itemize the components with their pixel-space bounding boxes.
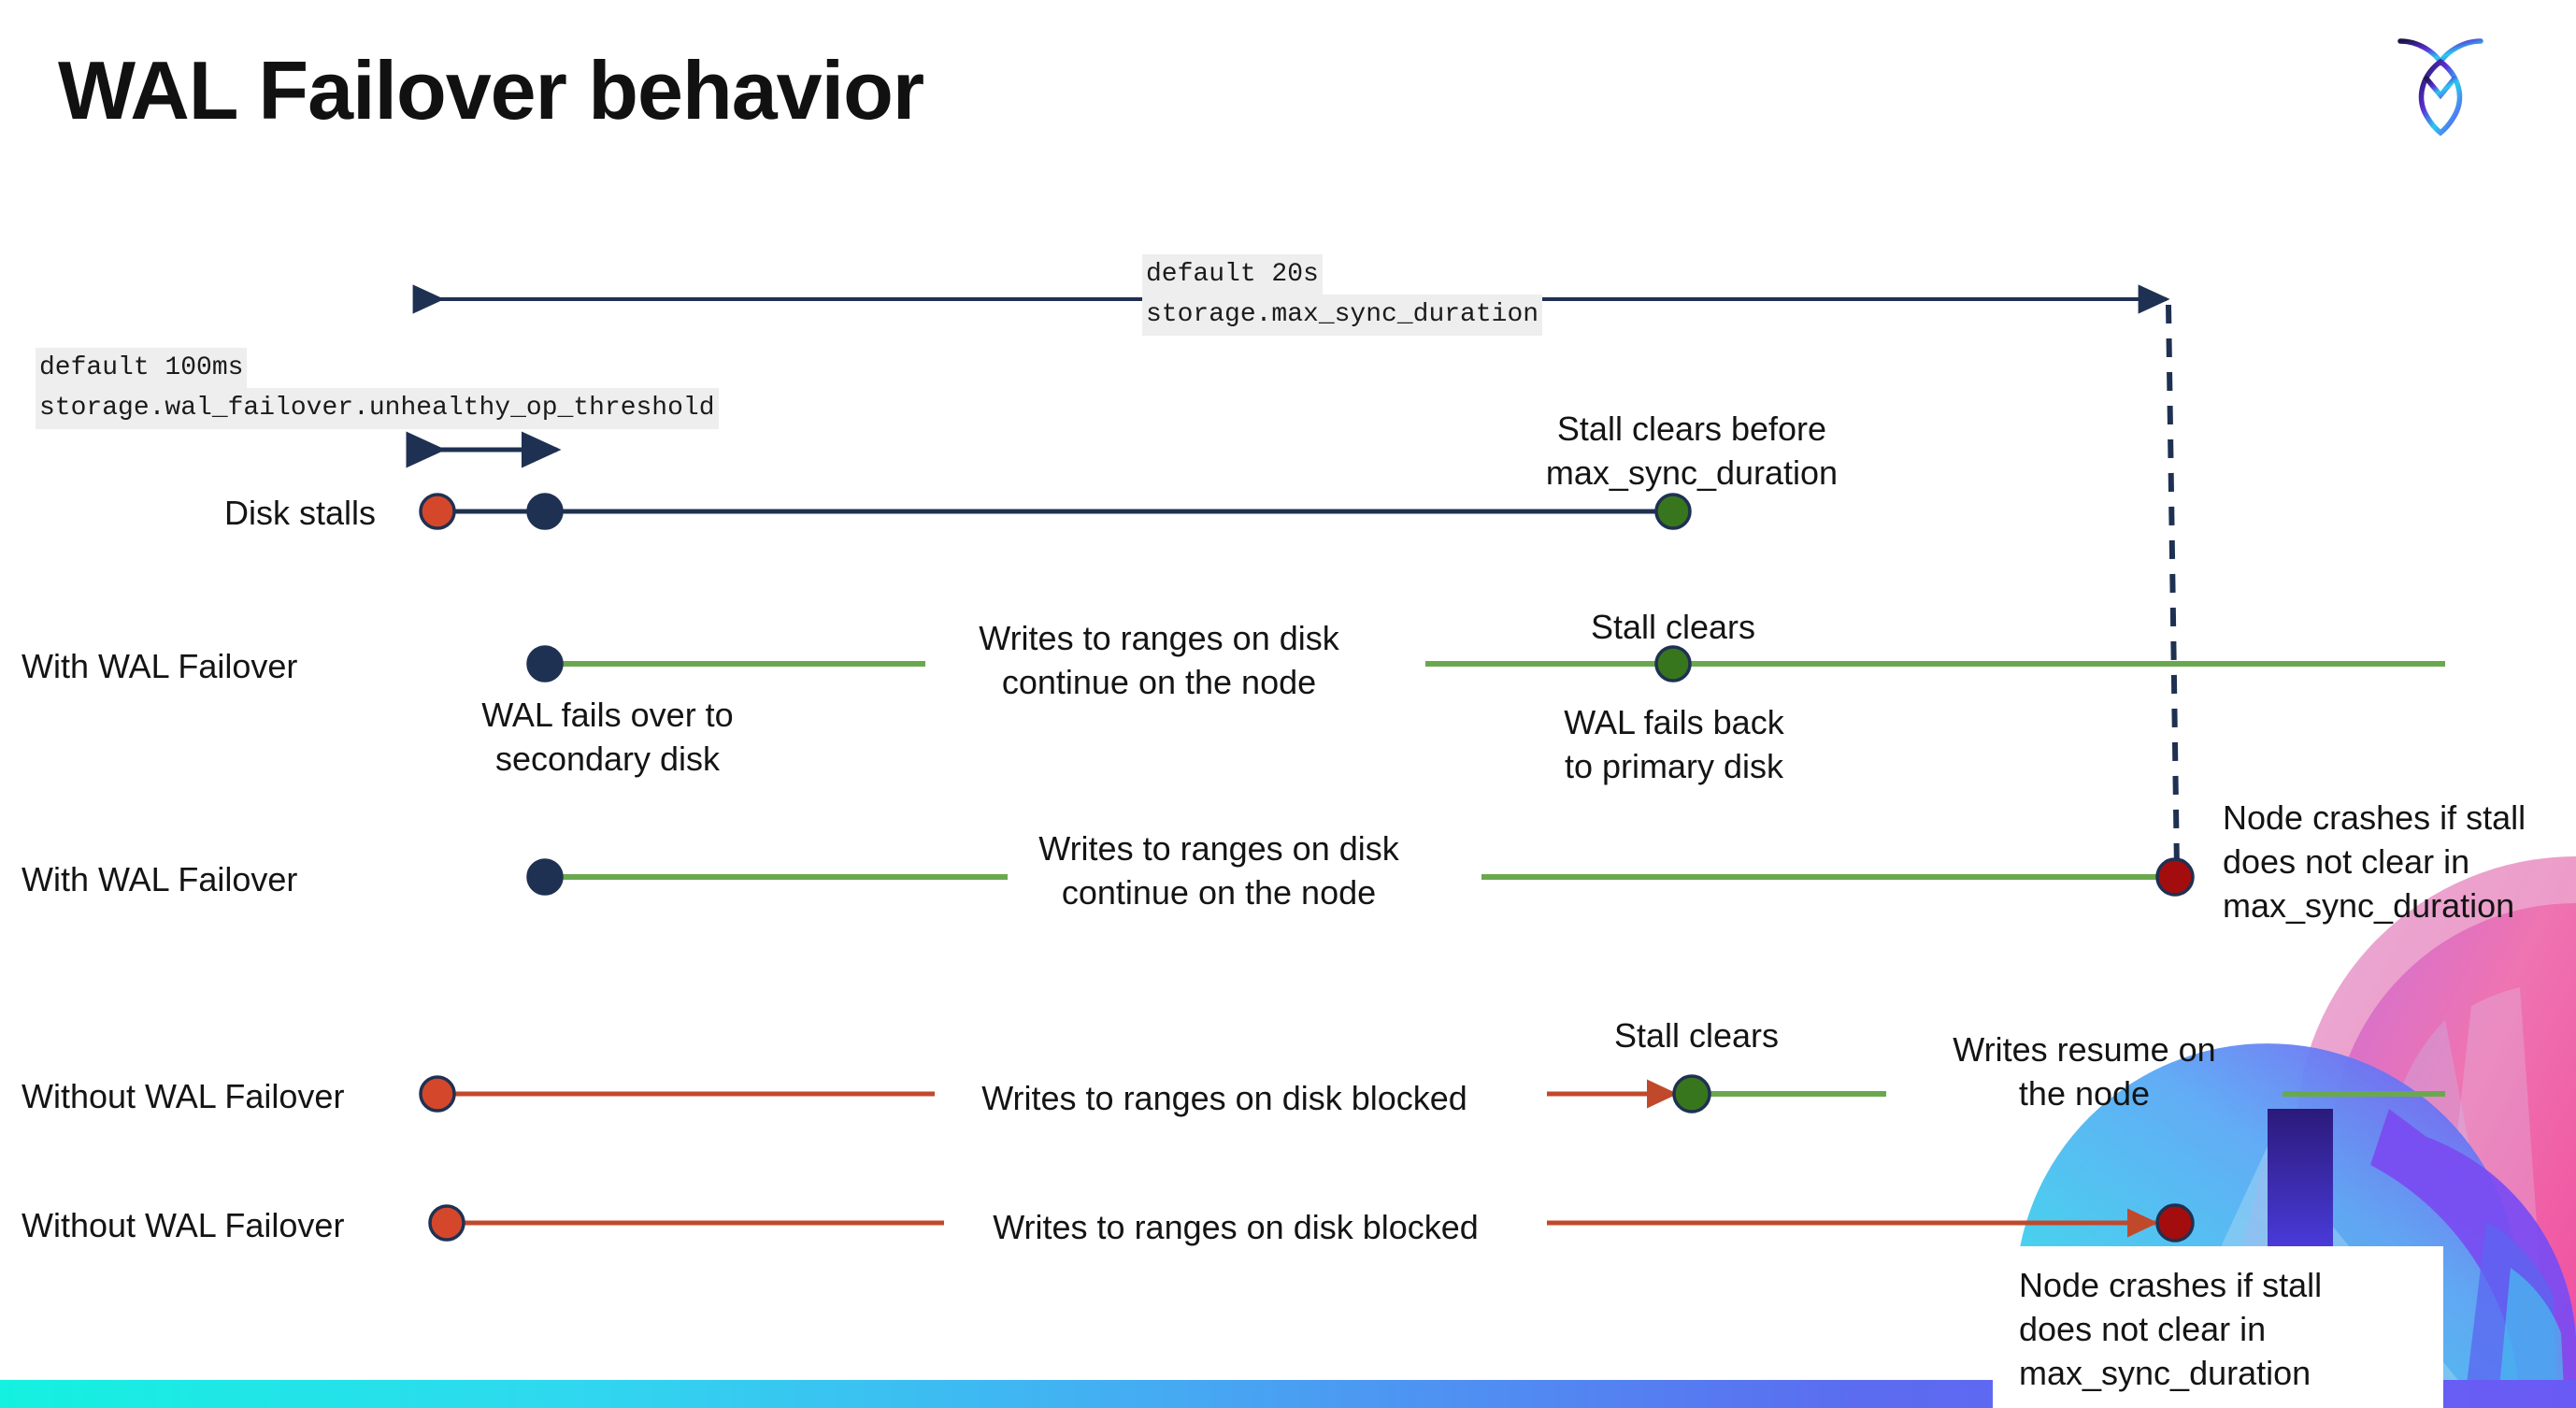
- note-line: Node crashes if stall: [2223, 798, 2526, 837]
- unhealthy-op-setting-text: storage.wal_failover.unhealthy_op_thresh…: [36, 388, 719, 429]
- note-line: secondary disk: [494, 739, 721, 778]
- stall-clears-dot: [1672, 1074, 1711, 1113]
- timeline-row-with-wal-failover-2: [526, 857, 2195, 897]
- stall-start-dot: [419, 493, 456, 530]
- note-line: max_sync_duration: [2019, 1353, 2311, 1392]
- max-sync-default-text: default 20s: [1142, 254, 1323, 295]
- note-line: to primary disk: [1564, 746, 1784, 785]
- note-writes-blocked-1: Writes to ranges on disk blocked: [935, 1077, 1514, 1121]
- note-line: Writes resume on: [1953, 1030, 2216, 1069]
- page-title: WAL Failover behavior: [58, 44, 924, 136]
- failover-trigger-dot: [526, 493, 564, 530]
- note-node-crashes-2: Node crashes if stall does not clear in …: [2019, 1264, 2322, 1395]
- wal-failover-dot: [526, 858, 564, 896]
- note-stall-clears-2: Stall clears: [1561, 1014, 1832, 1058]
- note-writes-blocked-2: Writes to ranges on disk blocked: [946, 1206, 1525, 1250]
- note-line: Stall clears: [1590, 608, 1756, 646]
- note-writes-continue-2: Writes to ranges on disk continue on the…: [1004, 827, 1434, 915]
- note-line: does not clear in: [2019, 1309, 2267, 1348]
- timeline-row-without-wal-failover-2: [428, 1203, 2195, 1243]
- unhealthy-op-threshold-annotation: default 100ms storage.wal_failover.unhea…: [36, 348, 719, 429]
- node-crash-dot: [2155, 1203, 2195, 1243]
- note-line: does not clear in: [2223, 841, 2470, 881]
- note-writes-continue-1: Writes to ranges on disk continue on the…: [944, 617, 1374, 705]
- note-line: Writes to ranges on disk blocked: [993, 1208, 1479, 1246]
- note-line: Node crashes if stall: [2019, 1266, 2323, 1304]
- timeline-row-with-wal-failover-1: [526, 645, 2445, 682]
- note-line: max_sync_duration: [1545, 453, 1839, 492]
- stall-clears-dot: [1654, 645, 1692, 682]
- note-node-crashes-1: Node crashes if stall does not clear in …: [2223, 797, 2576, 927]
- unhealthy-op-default-text: default 100ms: [36, 348, 248, 389]
- brand-logo-icon: [2397, 38, 2483, 136]
- note-line: the node: [2018, 1073, 2151, 1113]
- note-line: continue on the node: [1001, 662, 1317, 701]
- node-crashes-callout-box: [1993, 1246, 2443, 1408]
- note-line: continue on the node: [1061, 872, 1377, 912]
- row-label-without-wal-failover-1: Without WAL Failover: [21, 1077, 345, 1115]
- row-label-with-wal-failover-2: With WAL Failover: [21, 860, 298, 898]
- row-label-disk-stalls: Disk stalls: [224, 494, 377, 532]
- max-sync-setting-text: storage.max_sync_duration: [1142, 295, 1543, 336]
- stall-start-dot: [419, 1075, 456, 1113]
- note-line: Writes to ranges on disk: [1038, 829, 1399, 868]
- note-line: Stall clears: [1613, 1016, 1780, 1055]
- stall-start-dot: [428, 1204, 465, 1242]
- note-line: Writes to ranges on disk: [979, 619, 1339, 657]
- note-writes-resume: Writes resume on the node: [1925, 1028, 2243, 1116]
- timeline-row-without-wal-failover-1: [419, 1074, 2445, 1113]
- note-line: Writes to ranges on disk blocked: [981, 1079, 1467, 1117]
- timeline-row-disk-stalls: [419, 493, 1692, 530]
- note-stall-clears-before: Stall clears before max_sync_duration: [1524, 408, 1860, 496]
- note-wal-fails-over: WAL fails over to secondary disk: [402, 694, 813, 782]
- row-label-without-wal-failover-2: Without WAL Failover: [21, 1206, 345, 1244]
- note-line: max_sync_duration: [2223, 885, 2515, 925]
- max-sync-deadline-dashed-line: [2166, 304, 2180, 870]
- note-line: WAL fails back: [1564, 703, 1784, 741]
- max-sync-duration-annotation: default 20s storage.max_sync_duration: [1142, 254, 1543, 336]
- note-wal-fails-back: WAL fails back to primary disk: [1501, 701, 1847, 789]
- wal-failover-dot: [526, 645, 564, 682]
- note-line: WAL fails over to: [481, 696, 734, 734]
- node-crash-dot: [2155, 857, 2195, 897]
- row-label-with-wal-failover-1: With WAL Failover: [21, 647, 298, 685]
- stall-clears-dot: [1654, 493, 1692, 530]
- note-stall-clears-1: Stall clears: [1514, 606, 1832, 650]
- note-line: Stall clears before: [1556, 409, 1827, 448]
